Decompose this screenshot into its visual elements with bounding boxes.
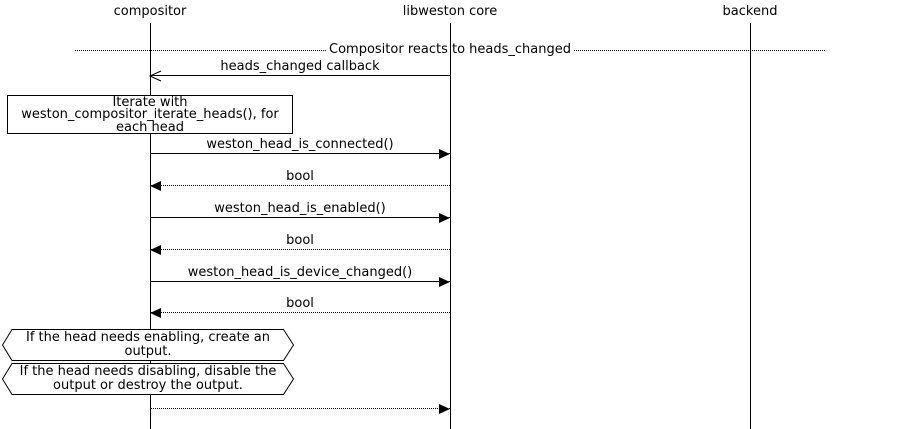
filled-arrowhead-right-icon: [439, 277, 450, 287]
divider-dotted-line-left: [75, 49, 326, 51]
filled-arrowhead-right-icon: [439, 149, 450, 159]
message-line-dotted: [150, 312, 450, 313]
filled-arrowhead-left-icon: [150, 245, 161, 255]
filled-arrowhead-right-icon: [439, 404, 450, 414]
message-bool-return-1: bool: [150, 169, 450, 191]
message-final-dotted: [150, 393, 450, 414]
message-line: [150, 153, 450, 154]
note-line-3: each head: [116, 119, 184, 135]
message-label: weston_head_is_device_changed(): [187, 265, 413, 280]
message-weston-head-is-connected: weston_head_is_connected(): [150, 137, 450, 159]
divider-compositor-reacts: Compositor reacts to heads_changed: [75, 43, 825, 57]
message-bool-return-2: bool: [150, 233, 450, 255]
message-line-dotted: [150, 249, 450, 250]
note-iterate-heads: Iterate with weston_compositor_iterate_h…: [7, 95, 293, 134]
hex-note-enabling: If the head needs enabling, create an ou…: [2, 329, 294, 361]
message-bool-return-3: bool: [150, 296, 450, 318]
open-arrowhead-left-icon: [149, 70, 162, 82]
message-line: [150, 281, 450, 282]
message-weston-head-is-device-changed: weston_head_is_device_changed(): [150, 265, 450, 287]
message-line-dotted: [150, 185, 450, 186]
message-heads-changed-callback: heads_changed callback: [149, 59, 450, 82]
message-weston-head-is-enabled: weston_head_is_enabled(): [150, 201, 450, 223]
filled-arrowhead-left-icon: [150, 308, 161, 318]
message-line-dotted: [150, 408, 450, 409]
divider-dotted-line-right: [574, 49, 825, 51]
message-label: bool: [286, 169, 314, 184]
hex-note-text: If the head needs enabling, create an ou…: [14, 331, 282, 358]
hex-note-line-2: output.: [124, 343, 172, 359]
hex-note-line-1: If the head needs enabling, create an: [25, 330, 271, 345]
participant-backend: backend: [722, 4, 778, 19]
message-line: [150, 75, 450, 76]
filled-arrowhead-left-icon: [150, 181, 161, 191]
lifeline-libweston-core: [450, 23, 451, 429]
note-line-1: Iterate with: [112, 95, 188, 110]
message-label: bool: [286, 296, 314, 311]
message-line: [150, 217, 450, 218]
hex-note-disabling: If the head needs disabling, disable the…: [2, 363, 294, 395]
participant-compositor: compositor: [113, 4, 187, 19]
hexagon-shape: [2, 363, 294, 395]
message-label: heads_changed callback: [220, 59, 380, 74]
lifeline-compositor: [150, 23, 151, 429]
message-label: weston_head_is_enabled(): [214, 201, 386, 216]
hex-note-line-2: output or destroy the output.: [53, 377, 243, 393]
filled-arrowhead-right-icon: [439, 213, 450, 223]
hex-note-line-1: If the head needs disabling, disable the: [19, 364, 277, 379]
message-label: bool: [286, 233, 314, 248]
divider-label: Compositor reacts to heads_changed: [329, 42, 571, 57]
note-line-2: weston_compositor_iterate_heads(), for: [21, 107, 279, 123]
hexagon-shape: [2, 329, 294, 361]
hex-note-text: If the head needs disabling, disable the…: [14, 365, 282, 392]
lifeline-backend: [750, 23, 751, 429]
message-label: weston_head_is_connected(): [206, 137, 394, 152]
participant-libweston-core: libweston core: [402, 4, 498, 19]
